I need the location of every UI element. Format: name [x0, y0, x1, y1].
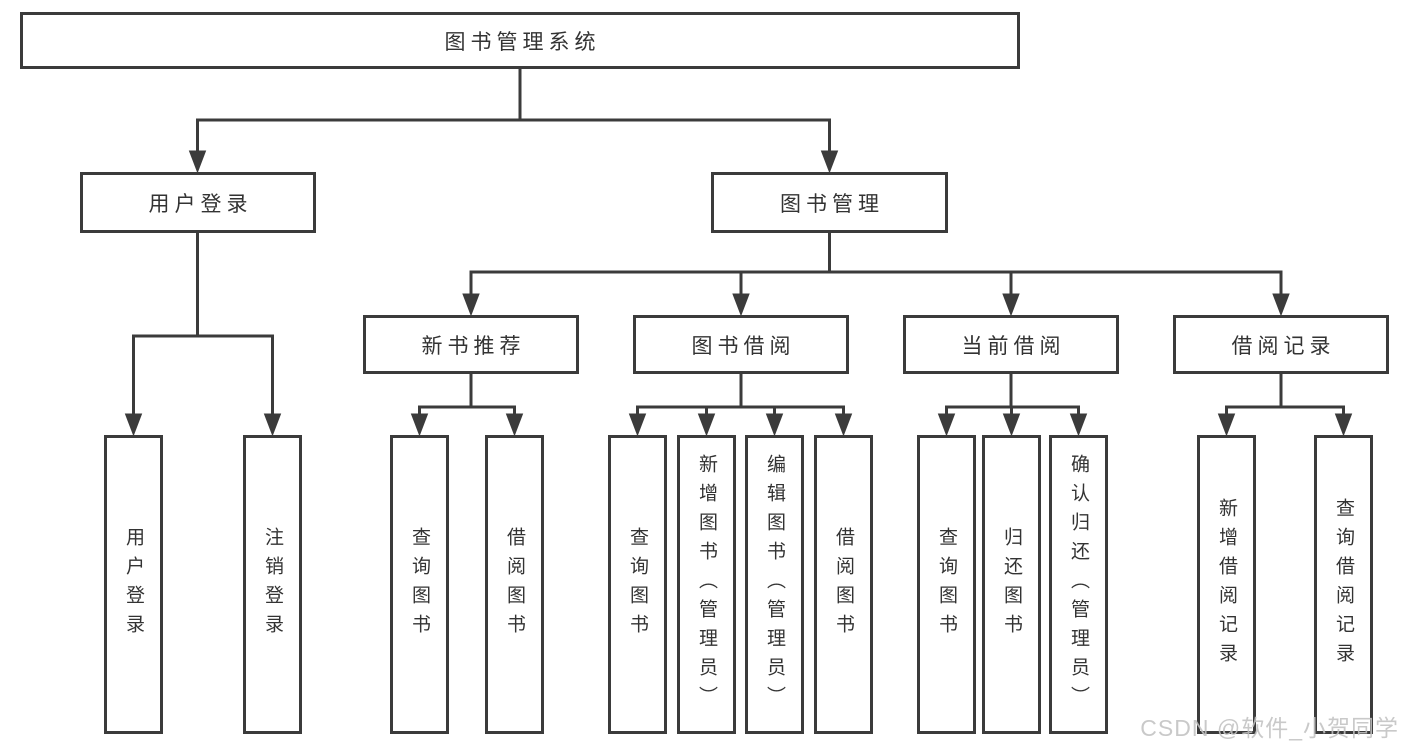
- leaf-add-books-admin-label: 新增图书（管理员）: [696, 454, 717, 715]
- node-book-borrow: 图书借阅: [633, 315, 849, 374]
- connector-book-management-to-level3: [462, 233, 1290, 317]
- leaf-add-borrow-record-label: 新增借阅记录: [1216, 497, 1237, 672]
- node-book-management-label: 图书管理: [780, 192, 884, 216]
- leaf-return-books: 归还图书: [982, 435, 1041, 734]
- leaf-user-login-label: 用户登录: [123, 526, 144, 643]
- connector-current-borrow-group: [937, 374, 1088, 437]
- leaf-logout-label: 注销登录: [262, 526, 283, 643]
- leaf-query-books-current-label: 查询图书: [936, 526, 957, 643]
- node-user-login-label: 用户登录: [148, 192, 253, 216]
- connector-new-book-group: [410, 374, 524, 437]
- node-library-system-label: 图书管理系统: [444, 30, 601, 54]
- leaf-query-borrow-record-label: 查询借阅记录: [1333, 497, 1354, 672]
- leaf-confirm-return-admin: 确认归还（管理员）: [1049, 435, 1108, 734]
- leaf-borrow-books: 借阅图书: [814, 435, 873, 734]
- leaf-logout: 注销登录: [243, 435, 302, 734]
- leaf-query-books-borrow: 查询图书: [608, 435, 667, 734]
- node-book-management: 图书管理: [711, 172, 948, 233]
- node-borrow-records-label: 借阅记录: [1231, 334, 1336, 358]
- watermark: CSDN @软件_小贺同学: [1140, 715, 1399, 741]
- leaf-confirm-return-admin-label: 确认归还（管理员）: [1068, 454, 1089, 715]
- node-borrow-records: 借阅记录: [1173, 315, 1389, 374]
- connector-root-to-level2: [188, 69, 839, 174]
- connector-borrow-records-group: [1217, 374, 1353, 437]
- leaf-borrow-books-recommend-label: 借阅图书: [504, 526, 525, 643]
- leaf-return-books-label: 归还图书: [1001, 526, 1022, 643]
- leaf-user-login: 用户登录: [104, 435, 163, 734]
- leaf-query-books-borrow-label: 查询图书: [627, 526, 648, 643]
- leaf-add-books-admin: 新增图书（管理员）: [677, 435, 736, 734]
- node-current-borrow: 当前借阅: [903, 315, 1119, 374]
- leaf-query-books-current: 查询图书: [917, 435, 976, 734]
- node-current-borrow-label: 当前借阅: [961, 334, 1066, 358]
- leaf-edit-books-admin-label: 编辑图书（管理员）: [764, 454, 785, 715]
- leaf-add-borrow-record: 新增借阅记录: [1197, 435, 1256, 734]
- node-new-book-recommend-label: 新书推荐: [421, 334, 526, 358]
- node-book-borrow-label: 图书借阅: [691, 334, 796, 358]
- node-library-system: 图书管理系统: [20, 12, 1020, 69]
- leaf-borrow-books-label: 借阅图书: [833, 526, 854, 643]
- leaf-query-books-recommend-label: 查询图书: [409, 526, 430, 643]
- leaf-query-borrow-record: 查询借阅记录: [1314, 435, 1373, 734]
- connector-book-borrow-group: [628, 374, 853, 437]
- node-user-login: 用户登录: [80, 172, 316, 233]
- node-new-book-recommend: 新书推荐: [363, 315, 579, 374]
- leaf-edit-books-admin: 编辑图书（管理员）: [745, 435, 804, 734]
- connector-user-login-group: [124, 233, 282, 437]
- leaf-query-books-recommend: 查询图书: [390, 435, 449, 734]
- leaf-borrow-books-recommend: 借阅图书: [485, 435, 544, 734]
